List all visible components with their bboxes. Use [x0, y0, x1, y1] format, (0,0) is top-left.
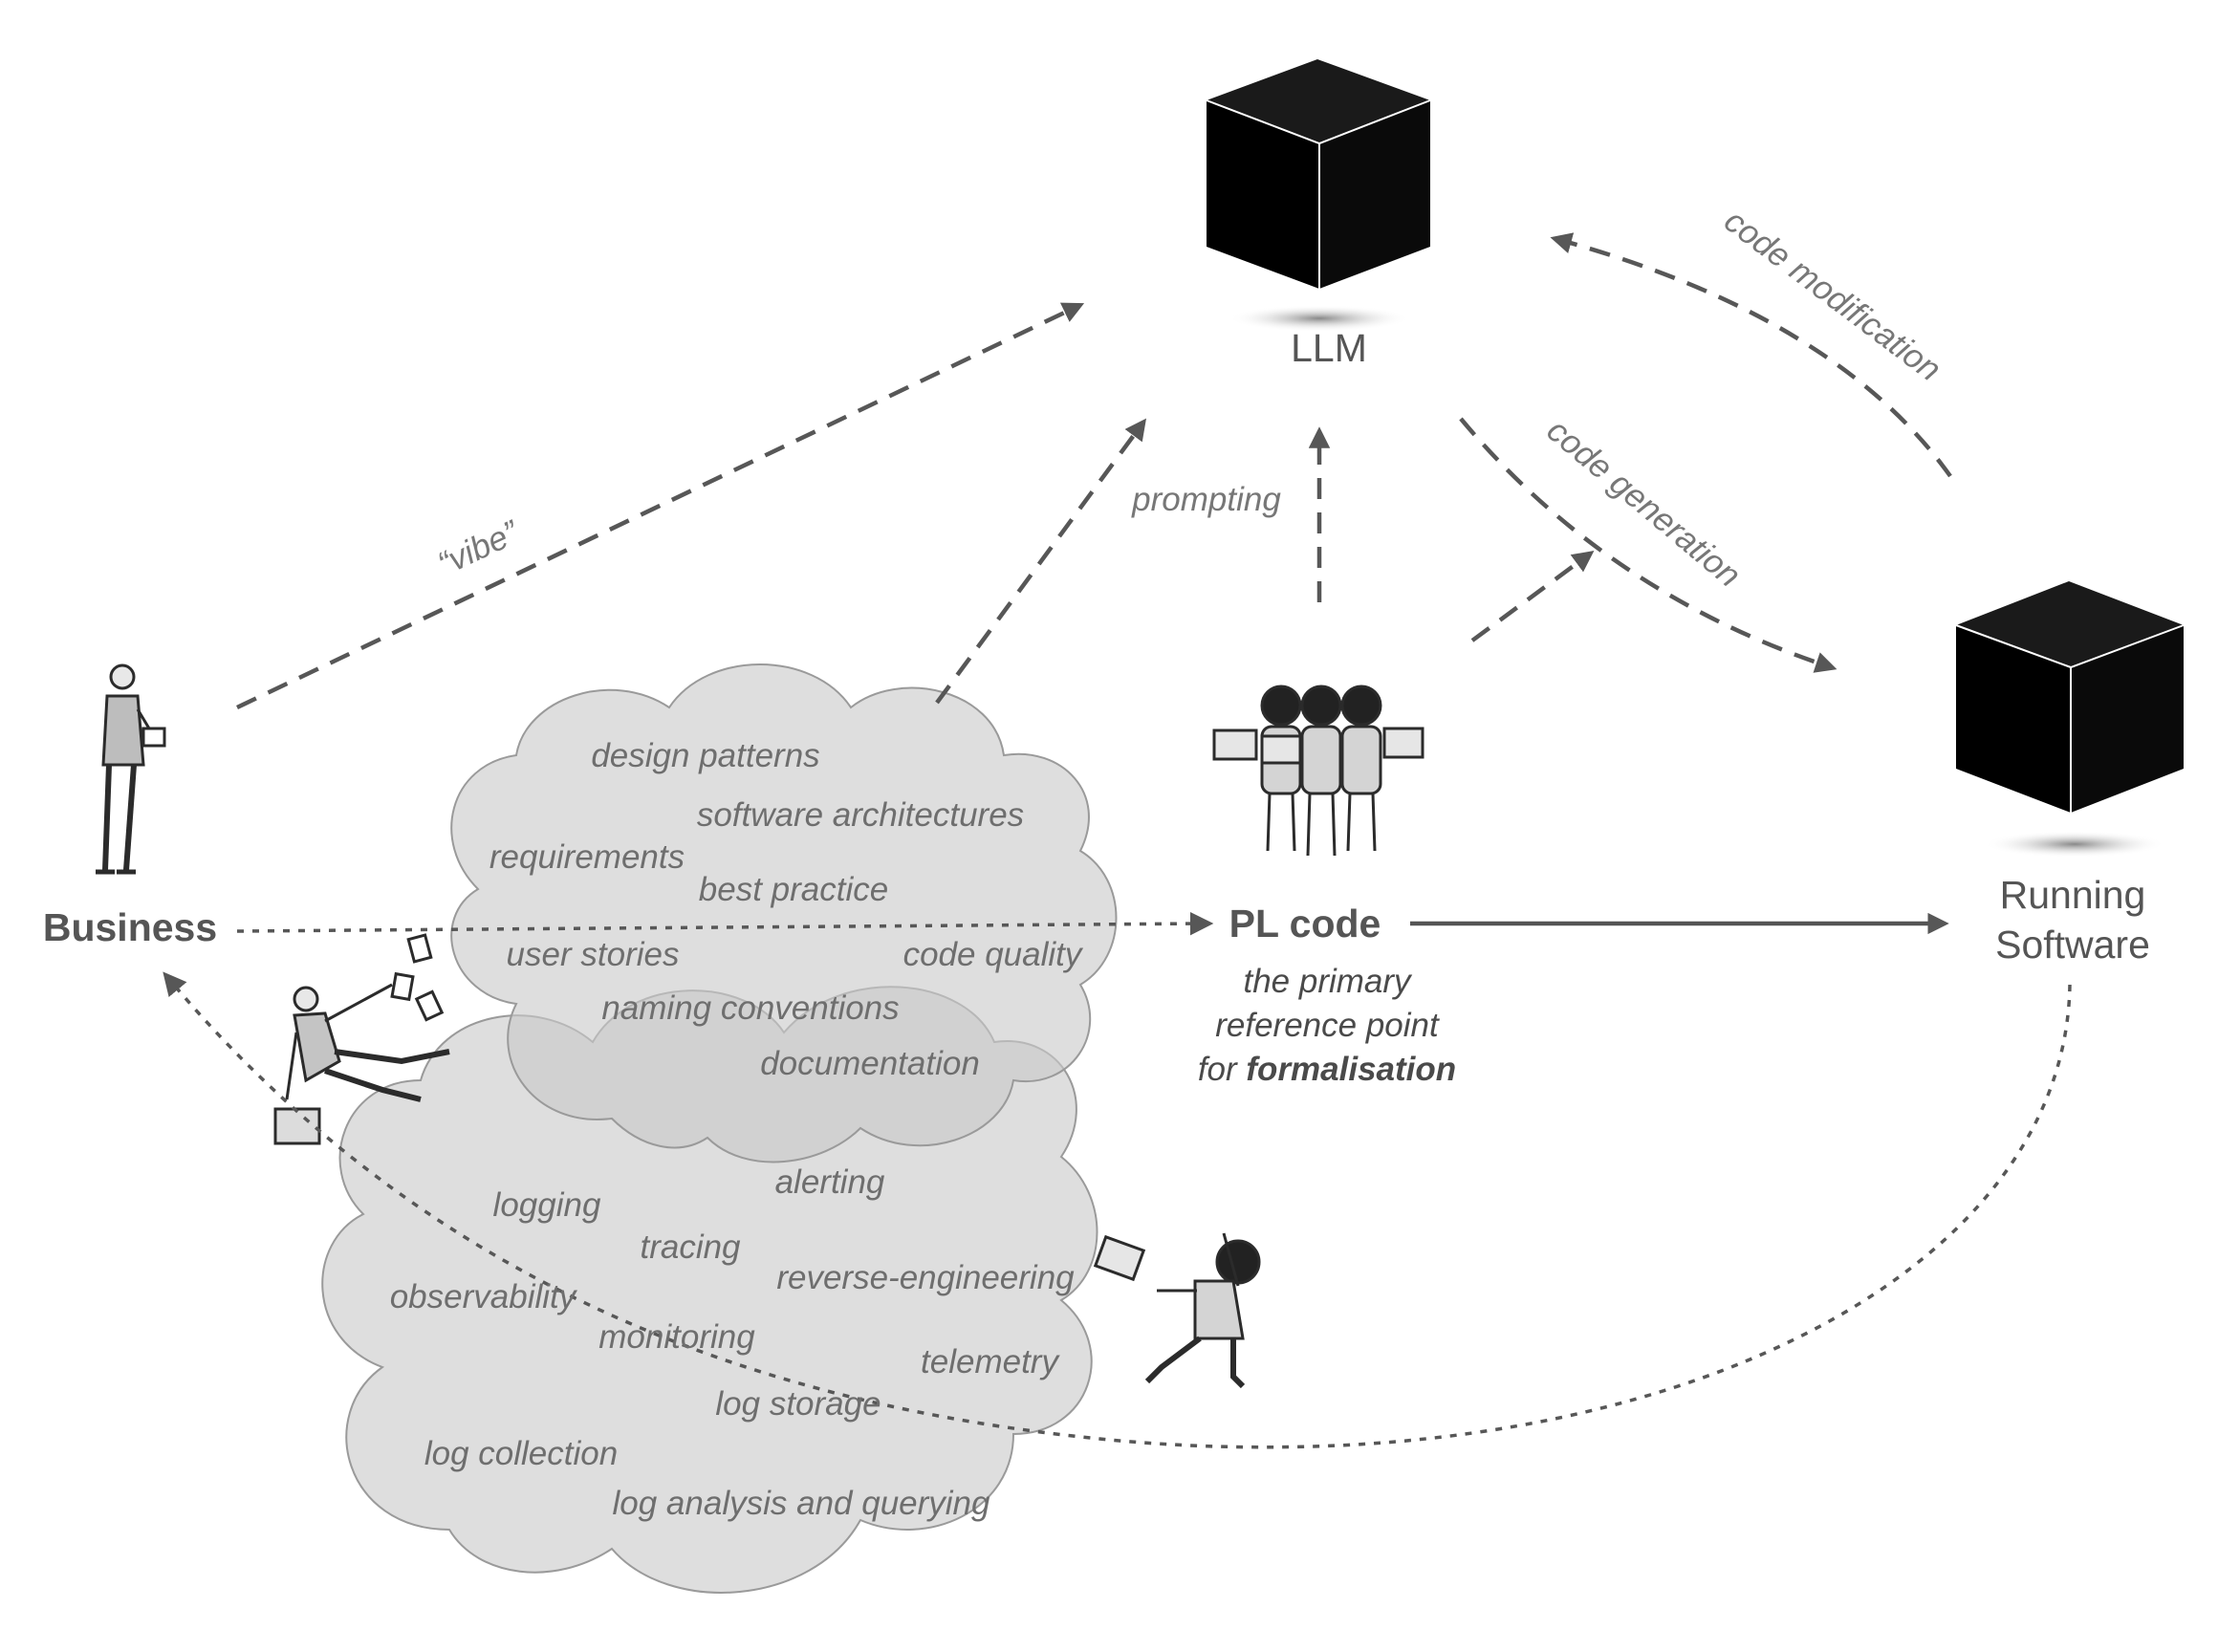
cloud-term: log collection [424, 1435, 618, 1472]
pl-code-note-line2: reference point [1215, 1007, 1440, 1044]
development-cloud [450, 663, 1118, 1163]
cloud-term: alerting [775, 1163, 885, 1201]
llm-label: LLM [1291, 326, 1367, 370]
vibe-arrow [236, 302, 1085, 710]
falling-businessman-illustration-icon [273, 933, 450, 1145]
cloud-term: reverse-engineering [776, 1259, 1075, 1296]
cloud-term: documentation [760, 1045, 980, 1082]
cloud-term: design patterns [591, 737, 819, 774]
cloud-term: telemetry [921, 1343, 1060, 1380]
pl-code-note-prefix: for [1198, 1051, 1247, 1088]
running-software-label-line1: Running [2000, 873, 2146, 917]
code-generation-arrow [1459, 417, 1837, 673]
cloud-term: requirements [489, 838, 685, 876]
operations-cloud-terms: alerting logging tracing reverse-enginee… [390, 1163, 1075, 1522]
cloud-term: log storage [715, 1385, 881, 1423]
pl-code-note-emphasis: formalisation [1246, 1051, 1456, 1088]
running-software-label-line2: Software [1995, 923, 2150, 967]
cloud-term: log analysis and querying [613, 1485, 991, 1522]
cloud-term: best practice [699, 871, 888, 908]
llm-cube-icon [1206, 59, 1431, 332]
development-cloud-terms: design patterns software architectures r… [489, 737, 1084, 1082]
pl-code-note-line1: the primary [1243, 963, 1413, 1000]
three-monkeys-illustration-icon [1212, 685, 1424, 857]
falling-monkey-illustration-icon [1093, 1232, 1261, 1389]
prompting-arrow [935, 418, 1147, 705]
pl-code-note-line3: for formalisation [1198, 1051, 1456, 1088]
vibe-label: “vibe” [432, 513, 525, 583]
businessman-illustration-icon [96, 663, 166, 875]
code-modification-arrow [1550, 232, 1952, 478]
pl-code-label: PL code [1229, 902, 1381, 946]
code-modification-label: code modification [1717, 202, 1947, 388]
cloud-term: software architectures [697, 796, 1024, 834]
cloud-term: logging [493, 1186, 601, 1224]
business-label: Business [43, 905, 217, 949]
cloud-term: user stories [507, 936, 680, 973]
prompting-label: prompting [1131, 481, 1281, 518]
feedback-to-business-arrow [163, 971, 2072, 1449]
cloud-term: observability [390, 1278, 578, 1315]
cloud-term: tracing [640, 1228, 741, 1266]
cloud-term: naming conventions [601, 989, 899, 1027]
plcode-to-codegen-arrow [1470, 550, 1595, 642]
cloud-term: code quality [903, 936, 1084, 973]
running-software-cube-icon [1955, 581, 2185, 858]
cloud-term: monitoring [598, 1318, 755, 1356]
